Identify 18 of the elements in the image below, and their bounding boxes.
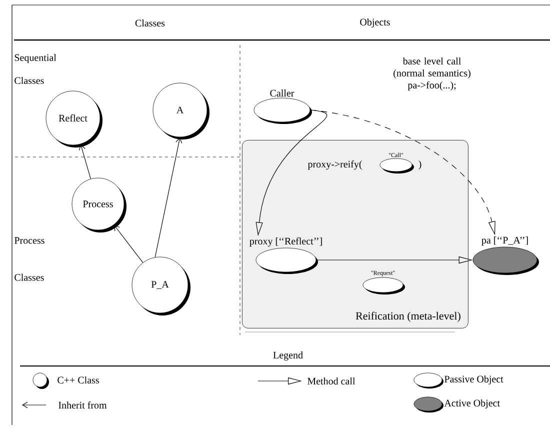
node-label: Caller bbox=[270, 90, 294, 97]
node-label: proxy [‘‘Reflect’’] bbox=[250, 237, 322, 247]
arrow bbox=[154, 137, 182, 258]
legend-label: Inherit from bbox=[58, 401, 107, 409]
legend-label: C++ Class bbox=[58, 376, 99, 384]
arrow bbox=[114, 224, 144, 263]
node-label: pa [‘‘P_A’’] bbox=[482, 236, 528, 246]
column-header: Classes bbox=[135, 19, 165, 26]
region-label: Sequential Classes bbox=[14, 54, 56, 84]
legend-label: Active Object bbox=[444, 399, 500, 409]
region-label: Process Classes bbox=[14, 237, 44, 281]
arrow bbox=[78, 144, 91, 180]
legend-label: Passive Object bbox=[444, 375, 504, 385]
code-text: proxy->reify( bbox=[308, 160, 362, 170]
legend-label: Method call bbox=[307, 377, 356, 384]
column-header: Objects bbox=[360, 18, 390, 28]
legend-title: Legend bbox=[273, 351, 303, 361]
edge-label: base level call (normal semantics) pa->foo(...); bbox=[394, 57, 470, 91]
